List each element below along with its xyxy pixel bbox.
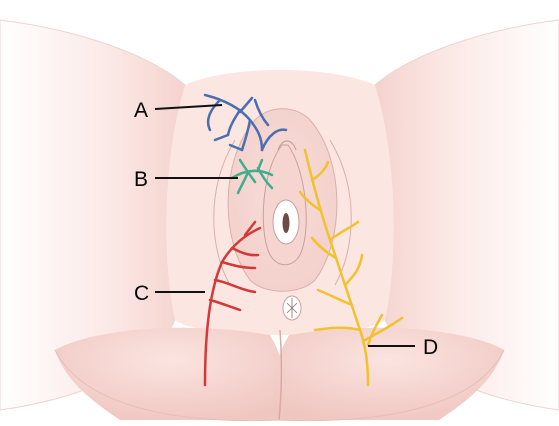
label-d: D [423,336,438,359]
label-c: C [134,282,149,305]
label-a: A [134,99,148,122]
right-buttock [274,328,504,420]
label-b: B [134,168,148,191]
left-buttock [55,328,285,420]
urethral-opening [283,213,290,233]
